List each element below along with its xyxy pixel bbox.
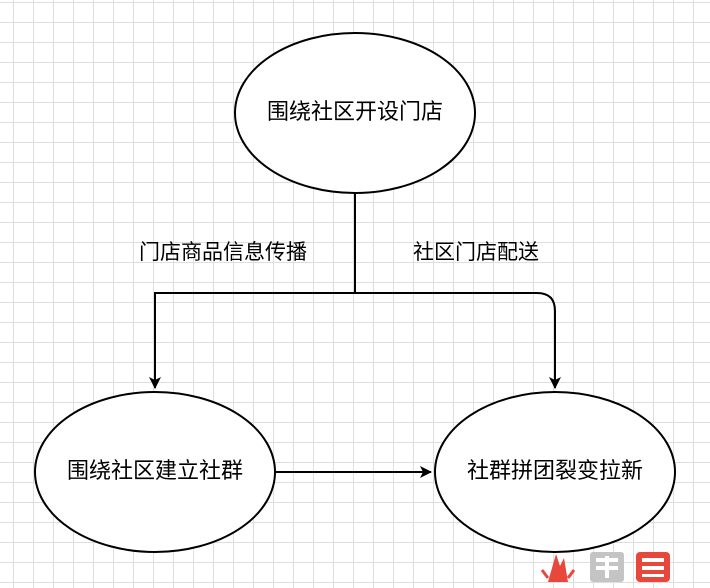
edge-label-right: 社区门店配送 (413, 240, 539, 264)
node-left-label: 围绕社区建立社群 (66, 459, 243, 484)
node-top-label: 围绕社区开设门店 (266, 100, 443, 125)
watermark-logo-icon (540, 552, 670, 582)
edge-to-left-node (149, 292, 355, 389)
node-right-label: 社群拼团裂变拉新 (466, 459, 643, 484)
node-right-ellipse[interactable] (434, 391, 676, 553)
edge-to-right-node (355, 292, 561, 389)
edge-label-left: 门店商品信息传播 (139, 240, 307, 264)
